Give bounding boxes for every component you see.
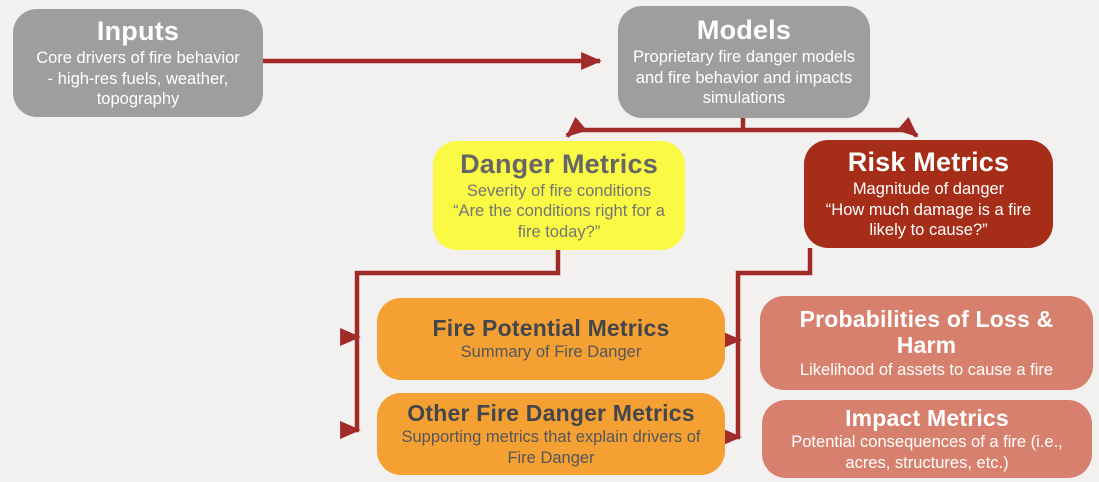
impact-metrics-body-line: Potential consequences of a fire (i.e., … (791, 433, 1063, 472)
node-other-fire-danger-metrics: Other Fire Danger Metrics Supporting met… (377, 393, 725, 475)
other-fire-danger-metrics-body-line: Supporting metrics that explain drivers … (401, 428, 701, 467)
fire-potential-metrics-body-line: Summary of Fire Danger (460, 343, 642, 362)
risk-metrics-title: Risk Metrics (847, 147, 1010, 178)
models-title: Models (696, 15, 792, 46)
risk-metrics-body-line: “How much damage is a fire likely to cau… (825, 200, 1032, 240)
other-fire-danger-metrics-title: Other Fire Danger Metrics (407, 399, 695, 426)
arrow-models-to-risk-metrics (743, 116, 919, 138)
node-models: Models Proprietary fire danger models an… (618, 6, 870, 118)
fire-potential-metrics-title: Fire Potential Metrics (432, 315, 670, 342)
danger-metrics-body-line: “Are the conditions right for a fire tod… (453, 202, 665, 241)
inputs-body-line: Core drivers of fire behavior (36, 49, 240, 68)
node-probabilities-of-loss: Probabilities of Loss & Harm Likelihood … (760, 296, 1093, 390)
probabilities-of-loss-body-line: Likelihood of assets to cause a fire (799, 360, 1054, 379)
node-danger-metrics: Danger Metrics Severity of fire conditio… (433, 141, 685, 250)
risk-metrics-body-line: Magnitude of danger (852, 180, 1005, 199)
danger-metrics-body-line: Severity of fire conditions (466, 181, 652, 200)
node-fire-potential-metrics: Fire Potential Metrics Summary of Fire D… (377, 298, 725, 380)
node-inputs: Inputs Core drivers of fire behavior - h… (13, 9, 263, 117)
probabilities-of-loss-title: Probabilities of Loss & Harm (799, 305, 1054, 359)
node-risk-metrics: Risk Metrics Magnitude of danger “How mu… (804, 140, 1053, 248)
impact-metrics-title: Impact Metrics (845, 404, 1009, 431)
danger-metrics-title: Danger Metrics (460, 148, 658, 179)
inputs-title: Inputs (96, 16, 180, 47)
inputs-body-line: - high-res fuels, weather, topography (47, 69, 229, 109)
node-impact-metrics: Impact Metrics Potential consequences of… (762, 400, 1092, 478)
arrow-models-to-danger-metrics (565, 116, 743, 138)
models-body-line: Proprietary fire danger models and fire … (633, 48, 855, 108)
